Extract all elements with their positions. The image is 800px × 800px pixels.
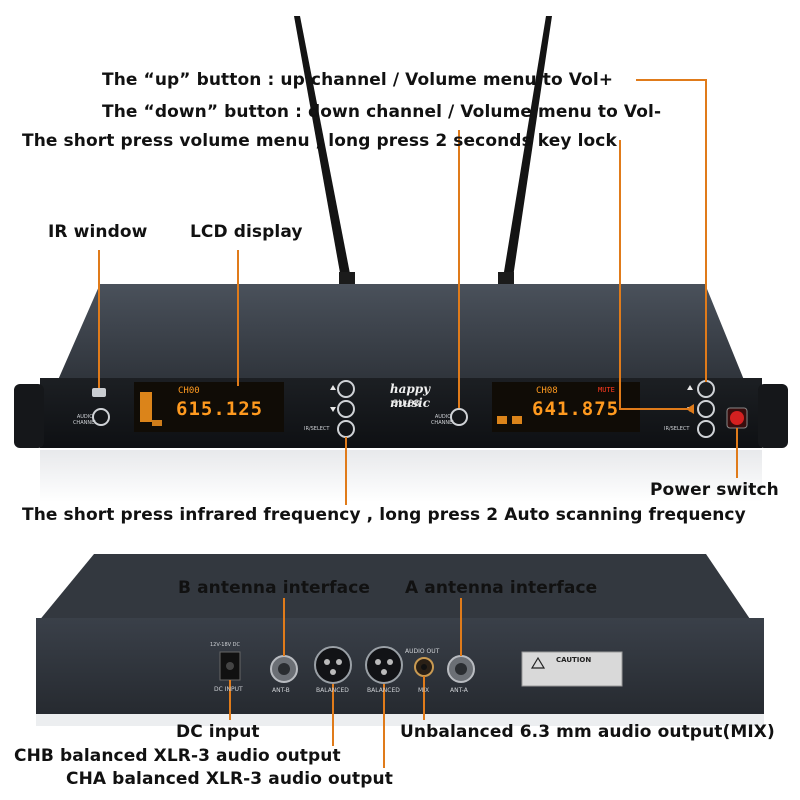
audio-channel-button-right[interactable] (450, 408, 468, 426)
ant-a-connector (447, 655, 475, 683)
annotation-short-press-infrared: The short press infrared frequency , lon… (22, 505, 746, 525)
annotation-dc-input: DC input (176, 722, 260, 742)
annotation-power-switch: Power switch (650, 480, 779, 500)
audio-channel-button-left[interactable] (92, 408, 110, 426)
annotation-unbalanced-output: Unbalanced 6.3 mm audio output(MIX) (400, 722, 775, 742)
model-label: SU-38 (392, 399, 420, 409)
annotation-lines (98, 79, 738, 768)
mix-jack (414, 657, 434, 677)
mix-label: MIX (418, 687, 430, 694)
lcd-left-frequency: 615.125 (176, 398, 264, 420)
audio-channel-label-left: AUDIO CHANNEL (72, 414, 98, 426)
rear-chassis-top (38, 554, 752, 622)
ir-select-label-right: IR/SELECT (664, 426, 690, 432)
antenna-left (294, 16, 355, 288)
ant-a-label: ANT-A (450, 687, 468, 694)
annotation-down-button: The “down” button : down channel / Volum… (102, 102, 662, 122)
xlr-b-connector (314, 646, 352, 684)
balanced-b-label: BALANCED (316, 687, 349, 694)
xlr-a-connector (365, 646, 403, 684)
down-button-right[interactable] (697, 400, 715, 418)
dc-input-label: DC INPUT (214, 686, 243, 693)
annotation-short-press-volume: The short press volume menu , long press… (22, 131, 617, 151)
rack-ear-right (758, 384, 788, 448)
ant-b-label: ANT-B (272, 687, 290, 694)
lcd-right-channel: CH08 (536, 386, 558, 396)
ir-window (92, 388, 106, 397)
annotation-lcd-display: LCD display (190, 222, 303, 242)
annotation-a-antenna: A antenna interface (405, 578, 598, 598)
ir-select-button-right[interactable] (697, 420, 715, 438)
audio-out-label: AUDIO OUT (405, 648, 440, 655)
lcd-right-mute: MUTE (598, 386, 615, 394)
rack-ear-left (14, 384, 44, 448)
chassis-top (58, 284, 744, 380)
up-button-left[interactable] (337, 380, 355, 398)
annotation-up-button: The “up” button : up channel / Volume me… (102, 70, 614, 90)
lcd-left-channel: CH00 (178, 386, 200, 396)
annotation-chb-output: CHB balanced XLR-3 audio output (14, 746, 341, 766)
audio-channel-label-right: AUDIO CHANNEL (430, 414, 456, 426)
antenna-right (498, 16, 552, 288)
caution-sticker (521, 651, 623, 687)
caution-label: CAUTION (556, 656, 592, 664)
annotation-ir-window: IR window (48, 222, 148, 242)
lcd-right-frequency: 641.875 (532, 398, 620, 420)
dc-voltage-label: 12V-18V DC (210, 642, 241, 648)
down-button-left[interactable] (337, 400, 355, 418)
power-switch[interactable] (730, 411, 744, 425)
ir-select-label-left: IR/SELECT (304, 426, 330, 432)
annotation-cha-output: CHA balanced XLR-3 audio output (66, 769, 393, 789)
balanced-a-label: BALANCED (367, 687, 400, 694)
ant-b-connector (270, 655, 298, 683)
annotation-b-antenna: B antenna interface (178, 578, 371, 598)
brand-logo: happy music (389, 382, 431, 410)
